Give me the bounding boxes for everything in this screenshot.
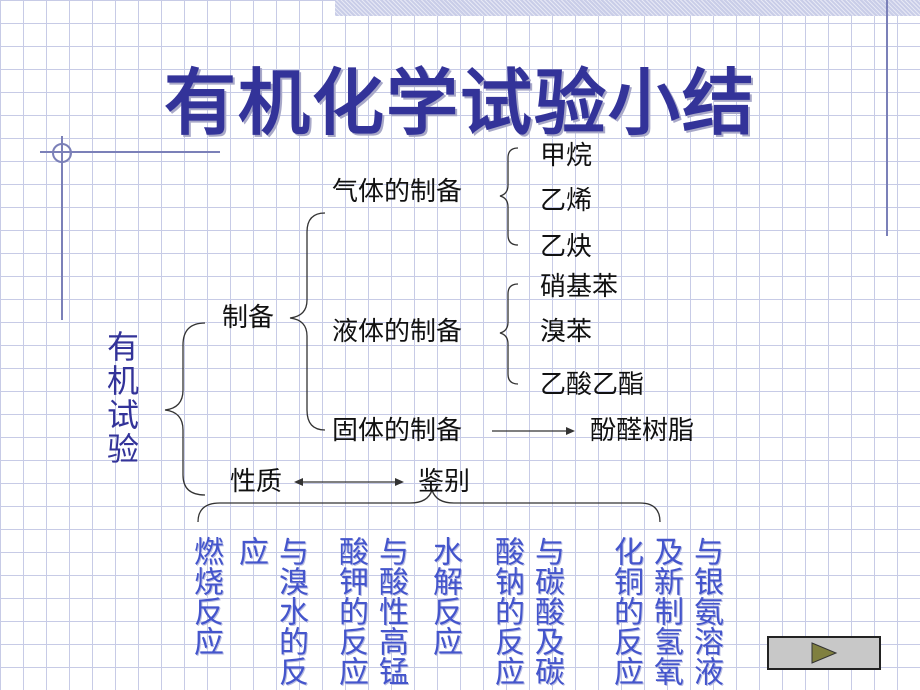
liquid-brace	[499, 283, 519, 385]
reaction-text: 与银氨溶液及新制氢氧化铜的反应	[608, 536, 723, 686]
root-label: 有机试验	[102, 330, 140, 466]
liquid-item: 硝基苯	[540, 272, 619, 302]
reaction-text: 水解反应	[427, 536, 462, 656]
liquid-prep-label: 液体的制备	[332, 317, 463, 347]
next-slide-button[interactable]	[767, 636, 881, 670]
gas-brace	[499, 147, 519, 246]
gas-prep-label: 气体的制备	[332, 177, 463, 207]
decorative-left-hline	[40, 151, 220, 153]
liquid-item: 溴苯	[540, 317, 593, 347]
decorative-top-bar	[335, 0, 920, 16]
slide-title: 有机化学试验小结	[163, 61, 756, 145]
gas-item: 甲烷	[540, 141, 593, 171]
prep-label: 制备	[222, 303, 275, 333]
identify-label: 鉴别	[418, 467, 471, 497]
decorative-right-line	[886, 0, 888, 236]
gas-item: 乙炔	[540, 232, 593, 262]
gas-item: 乙烯	[540, 186, 593, 216]
reactions-brace	[197, 487, 661, 523]
reaction-text: 与溴水的反应	[233, 536, 308, 686]
liquid-item: 乙酸乙酯	[540, 370, 645, 400]
solid-arrow-head	[566, 427, 575, 435]
decorative-left-vline	[61, 136, 63, 320]
solid-prep-label: 固体的制备	[332, 416, 463, 446]
double-arrow-head-left	[294, 478, 303, 486]
reaction-text: 与碳酸及碳酸钠的反应	[489, 536, 564, 686]
reaction-text: 燃烧反应	[188, 536, 223, 656]
properties-label: 性质	[230, 467, 283, 497]
double-arrow-head-right	[395, 478, 404, 486]
solid-product: 酚醛树脂	[590, 416, 695, 446]
root-brace	[164, 322, 206, 496]
play-right-icon	[811, 642, 838, 664]
reaction-text: 与酸性高锰酸钾的反应	[333, 536, 408, 686]
prep-brace	[289, 212, 326, 431]
decorative-circle	[52, 143, 72, 163]
